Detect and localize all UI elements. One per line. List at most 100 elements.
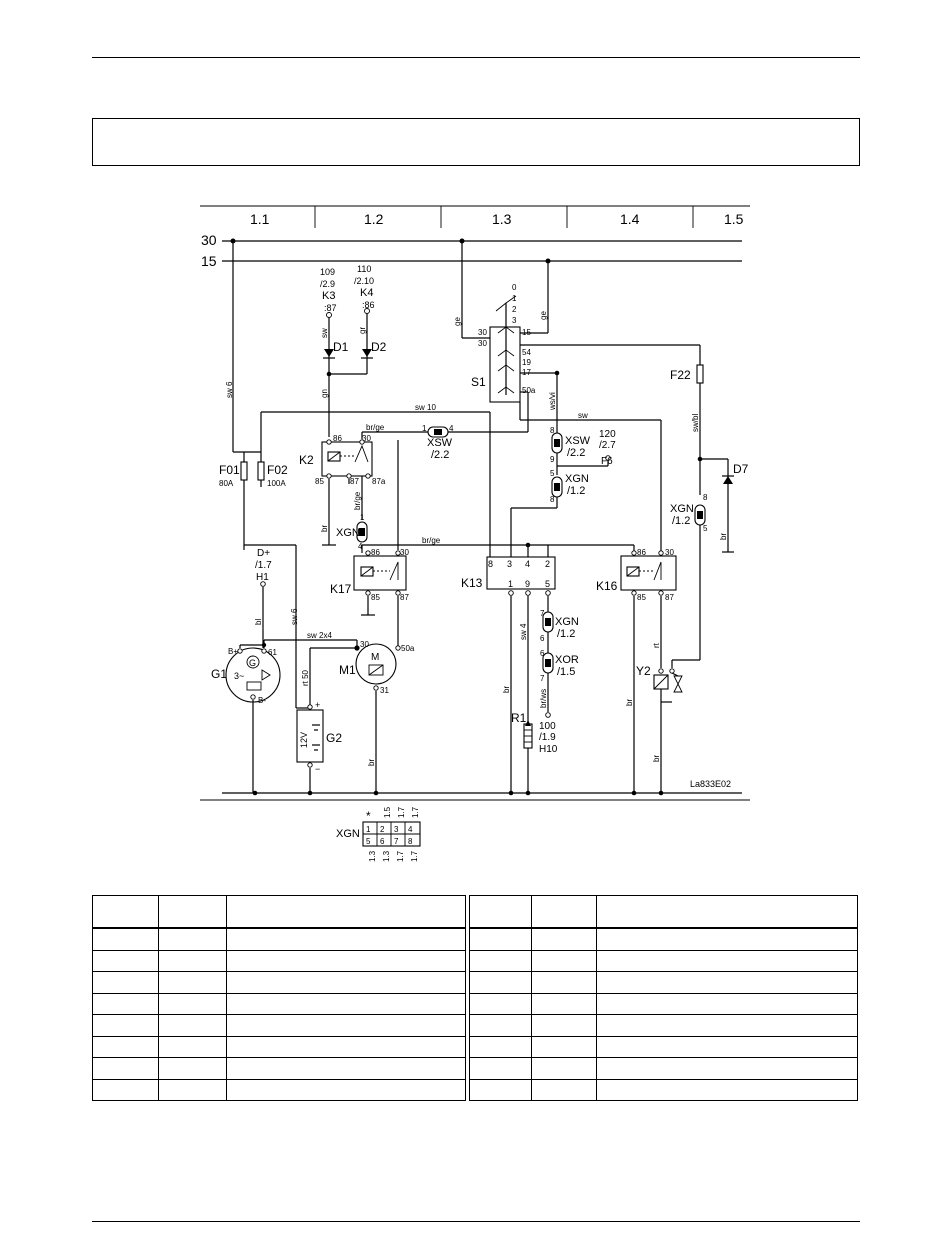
m1-pin-30: 30 <box>360 640 369 649</box>
legend-cell <box>596 1057 858 1080</box>
connector-XGN-ref: /1.2 <box>557 628 575 640</box>
k16-pin-86: 86 <box>637 548 646 557</box>
connector-XGN-ref: /1.2 <box>567 485 585 497</box>
relay-K3: K3 <box>322 290 335 302</box>
relay-K16: K16 <box>596 579 618 593</box>
legend-row <box>469 949 858 972</box>
legend-header-row <box>92 895 466 929</box>
wire-label-ge: ge <box>539 311 548 320</box>
legend-cell <box>531 1057 597 1080</box>
wire-label-sw4: sw 4 <box>519 623 528 640</box>
legend-cell <box>226 895 466 929</box>
legend-cell <box>531 1078 597 1101</box>
wire-label-sw6: sw 6 <box>225 381 234 398</box>
bottom-rule <box>92 1221 860 1222</box>
xgn-header-pin: 7 <box>394 837 399 846</box>
section-label: 1.2 <box>364 211 384 227</box>
k2-pin-85: 85 <box>315 477 324 486</box>
legend-cell <box>531 992 597 1015</box>
xgn-low-pin-a: 7 <box>540 609 545 618</box>
xsw-right-pin-a: 8 <box>550 426 555 435</box>
legend-cell <box>158 949 227 972</box>
xgn-header-pin: 6 <box>380 837 385 846</box>
legend-table-left <box>92 895 466 1101</box>
legend-cell <box>469 1035 532 1058</box>
s1-pin-30: 30 <box>478 328 487 337</box>
legend-cell <box>158 895 227 929</box>
m1-symbol: M <box>371 652 379 663</box>
legend-cell <box>92 949 159 972</box>
legend-cell <box>531 971 597 994</box>
fuse-F6: F6 <box>601 456 613 467</box>
lamp-H10: H10 <box>539 744 558 755</box>
legend-row <box>92 971 466 994</box>
wire-label-sw-2x4: sw 2x4 <box>307 631 332 640</box>
fuse-F02: F02 <box>267 463 288 477</box>
k4-ref-num: 110 <box>357 264 371 274</box>
wire-label-br-ge: br/ge <box>422 536 441 545</box>
legend-cell <box>596 1078 858 1101</box>
xgn-header-pin: 3 <box>394 825 399 834</box>
legend-cell <box>92 927 159 951</box>
legend-cell <box>596 971 858 994</box>
xgn-header-pin: 8 <box>408 837 413 846</box>
legend-cell <box>469 949 532 972</box>
wire-label-sw: sw <box>320 328 329 338</box>
legend-row <box>92 949 466 972</box>
legend-cell <box>158 1078 227 1101</box>
xgn-header-pin: 4 <box>408 825 413 834</box>
drawing-id: La833E02 <box>690 779 731 789</box>
module-K13: K13 <box>461 576 483 590</box>
legend-row <box>469 971 858 994</box>
legend-cell <box>92 1078 159 1101</box>
legend-cell <box>531 949 597 972</box>
section-label: 1.4 <box>620 211 640 227</box>
wire-label-bl: bl <box>254 619 263 625</box>
xgn-k17-pin-a: 1 <box>360 513 365 522</box>
xgn-header-top: 1.7 <box>397 806 406 818</box>
legend-header-row <box>469 895 858 929</box>
xgn-header-label: XGN <box>336 828 360 840</box>
legend-cell <box>469 971 532 994</box>
legend-cell <box>531 1014 597 1037</box>
legend-cell <box>531 1035 597 1058</box>
h10-ref: /1.9 <box>539 732 556 743</box>
s1-pin-30: 30 <box>478 339 487 348</box>
g1-pin-61: 61 <box>268 648 277 657</box>
legend-cell <box>92 971 159 994</box>
rail-30-label: 30 <box>201 232 217 248</box>
legend-cell <box>531 895 597 929</box>
connector-XGN: XGN <box>336 527 360 539</box>
connector-XSW: XSW <box>427 437 453 449</box>
xsw-right-pin-b: 9 <box>550 455 555 464</box>
k13-pin-bottom: 1 <box>508 579 513 589</box>
legend-cell <box>469 992 532 1015</box>
legend-cell <box>596 992 858 1015</box>
k16-pin-85: 85 <box>637 593 646 602</box>
title-box <box>92 118 860 166</box>
legend-cell <box>92 1035 159 1058</box>
connector-XGN: XGN <box>670 503 694 515</box>
legend-cell <box>92 1057 159 1080</box>
lamp-H1: H1 <box>256 572 269 583</box>
legend-row <box>469 1078 858 1101</box>
k17-pin-85: 85 <box>371 593 380 602</box>
legend-cell <box>469 1057 532 1080</box>
legend-row <box>92 1014 466 1037</box>
wire-label-br-ge: br/ge <box>353 491 362 510</box>
connector-XSW: XSW <box>565 435 591 447</box>
xgn-header-pin: 2 <box>380 825 385 834</box>
k16-pin-30: 30 <box>665 548 674 557</box>
battery-voltage: 12V <box>299 732 309 748</box>
wire-label-br: br <box>719 533 728 540</box>
wire-label-br: br <box>320 525 329 532</box>
legend-cell <box>531 927 597 951</box>
xsw-top-pin-a: 1 <box>422 424 427 433</box>
wire-label-br: br <box>502 686 511 693</box>
k3-pin: :87 <box>324 303 337 313</box>
s1-pos-1: 1 <box>512 294 517 303</box>
legend-cell <box>158 1014 227 1037</box>
s1-pin-54: 54 <box>522 348 531 357</box>
rail-15-label: 15 <box>201 253 217 269</box>
